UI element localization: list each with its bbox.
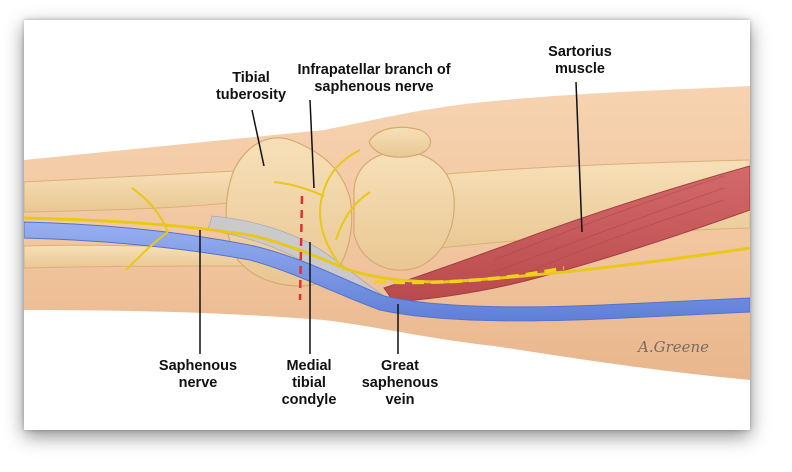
nerve-course-dashed [373,266,565,285]
infrapatellar-branch [273,149,371,271]
diagram-card: Tibial tuberosity Infrapatellar branch o… [24,20,750,430]
leader-sartorius [575,81,583,233]
label-medial-tibial-condyle: Medial tibial condyle [281,358,337,408]
label-saphenous-nerve: Saphenous nerve [158,358,238,391]
artist-signature: A.Greene [638,338,710,356]
nerve-branch-2 [125,231,169,271]
sartorius-muscle [383,165,750,303]
label-great-saphenous-vein: Great saphenous vein [361,358,439,408]
knee-illustration [24,81,750,380]
saphenous-nerve [24,216,750,284]
incision-line [298,195,304,301]
leader-tibial-tuberosity [251,109,265,167]
great-saphenous-vein [24,221,750,322]
label-tibial-tuberosity: Tibial tuberosity [215,70,287,103]
leader-infrapatellar [309,99,315,189]
patella [368,126,432,158]
label-infrapatellar-branch: Infrapatellar branch of saphenous nerve [297,62,451,95]
nerve-branch-1 [131,187,169,233]
label-sartorius-muscle: Sartorius muscle [548,44,612,77]
